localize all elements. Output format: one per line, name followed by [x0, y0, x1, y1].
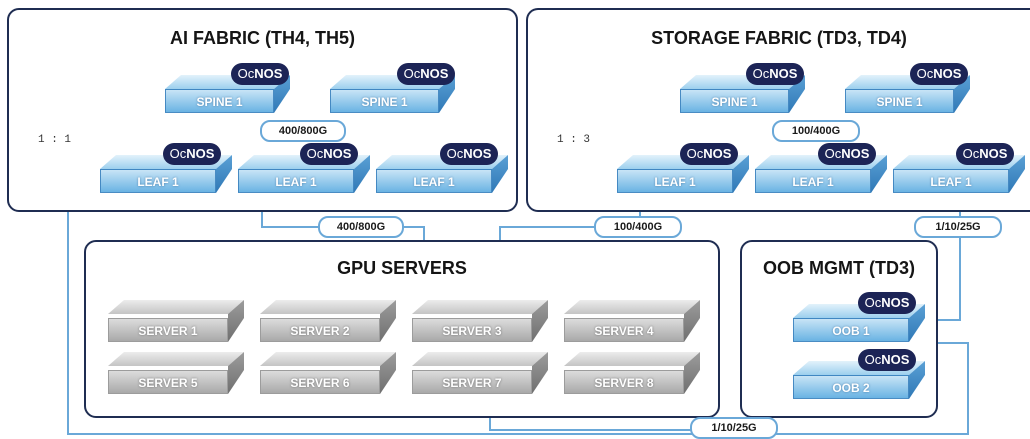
- mgmt-servers-link: [489, 418, 740, 431]
- gpu-servers-title: GPU SERVERS: [337, 258, 467, 278]
- ocnos-badge: OcNOS: [231, 63, 289, 85]
- ai-spine: SPINE 1: [165, 75, 290, 113]
- device-label: SPINE 1: [680, 89, 789, 113]
- mgmt-link-label: 1/10/25G: [690, 417, 778, 439]
- gpu-server: SERVER 8: [564, 352, 700, 394]
- storage-servers-link-label: 100/400G: [594, 216, 682, 238]
- ocnos-badge: OcNOS: [956, 143, 1014, 165]
- ocnos-badge: OcNOS: [910, 63, 968, 85]
- ai-servers-link-label: 400/800G: [318, 216, 404, 238]
- ai-leaf: LEAF 1: [376, 155, 508, 193]
- storage-oob-link-label: 1/10/25G: [914, 216, 1002, 238]
- device-label: SERVER 8: [564, 370, 684, 394]
- gpu-server: SERVER 4: [564, 300, 700, 342]
- gpu-server: SERVER 2: [260, 300, 396, 342]
- ocnos-badge: OcNOS: [163, 143, 221, 165]
- gpu-server: SERVER 5: [108, 352, 244, 394]
- device-label: SPINE 1: [845, 89, 954, 113]
- device-label: LEAF 1: [376, 169, 492, 193]
- ocnos-badge: OcNOS: [300, 143, 358, 165]
- mgmt-loop-link: [67, 212, 969, 435]
- device-label: OOB 1: [793, 318, 909, 342]
- oob-mgmt-title: OOB MGMT (TD3): [763, 258, 915, 278]
- device-label: SERVER 7: [412, 370, 532, 394]
- ocnos-badge: OcNOS: [858, 292, 916, 314]
- device-label: LEAF 1: [893, 169, 1009, 193]
- gpu-server: SERVER 3: [412, 300, 548, 342]
- ocnos-badge: OcNOS: [397, 63, 455, 85]
- oob-switch: OOB 2: [793, 361, 925, 399]
- ai-fabric-speed-label: 400/800G: [260, 120, 346, 142]
- ocnos-badge: OcNOS: [746, 63, 804, 85]
- storage-fabric-speed-label: 100/400G: [772, 120, 860, 142]
- device-label: SERVER 5: [108, 370, 228, 394]
- ai-fabric-title: AI FABRIC (TH4, TH5): [169, 28, 355, 48]
- device-label: SERVER 1: [108, 318, 228, 342]
- device-label: SPINE 1: [330, 89, 439, 113]
- storage-spine: SPINE 1: [680, 75, 805, 113]
- device-label: SERVER 4: [564, 318, 684, 342]
- gpu-server: SERVER 6: [260, 352, 396, 394]
- gpu-server: SERVER 7: [412, 352, 548, 394]
- device-label: SERVER 3: [412, 318, 532, 342]
- device-label: LEAF 1: [100, 169, 216, 193]
- storage-fabric-title: STORAGE FABRIC (TD3, TD4): [651, 28, 907, 48]
- device-label: OOB 2: [793, 375, 909, 399]
- device-label: LEAF 1: [755, 169, 871, 193]
- ai-leaf: LEAF 1: [100, 155, 232, 193]
- ocnos-badge: OcNOS: [680, 143, 738, 165]
- device-label: SERVER 2: [260, 318, 380, 342]
- device-label: LEAF 1: [617, 169, 733, 193]
- ocnos-badge: OcNOS: [440, 143, 498, 165]
- ocnos-badge: OcNOS: [818, 143, 876, 165]
- device-label: SERVER 6: [260, 370, 380, 394]
- device-label: LEAF 1: [238, 169, 354, 193]
- device-label: SPINE 1: [165, 89, 274, 113]
- gpu-server: SERVER 1: [108, 300, 244, 342]
- ocnos-badge: OcNOS: [858, 349, 916, 371]
- ai-fabric-ratio: 1 : 1: [38, 134, 72, 146]
- storage-fabric-ratio: 1 : 3: [557, 134, 591, 146]
